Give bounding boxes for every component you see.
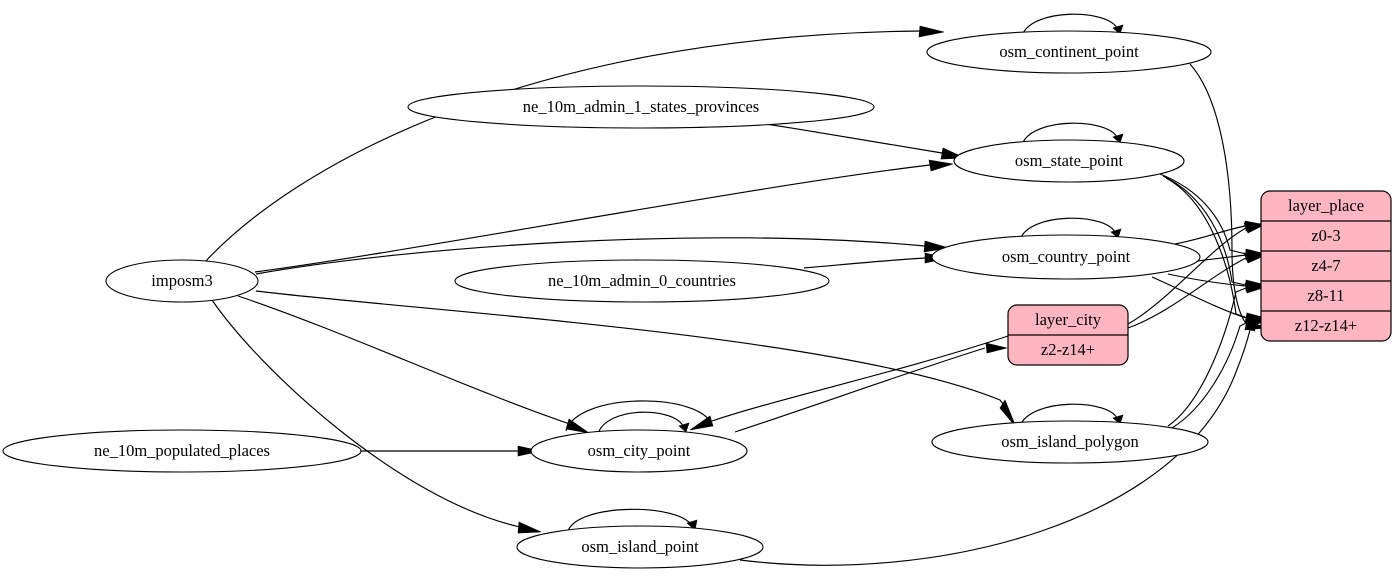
node-imposm3[interactable]: imposm3 bbox=[105, 259, 259, 303]
node-shape[interactable] bbox=[530, 429, 748, 473]
edge-ne_10m_admin_1_states_provinces-to-osm_state_point bbox=[765, 123, 943, 154]
node-label: osm_state_point bbox=[1015, 151, 1124, 170]
edge-layer_city-to-layer_place-z4-7 bbox=[1127, 257, 1247, 329]
arrowhead bbox=[985, 342, 1008, 354]
node-osm_island_point[interactable]: osm_island_point bbox=[516, 525, 764, 569]
record-box[interactable] bbox=[1260, 190, 1392, 342]
node-shape[interactable] bbox=[454, 259, 830, 303]
node-shape[interactable] bbox=[105, 259, 259, 303]
node-label: osm_continent_point bbox=[999, 42, 1139, 61]
node-label: osm_city_point bbox=[588, 441, 691, 460]
node-label: ne_10m_admin_0_countries bbox=[548, 271, 736, 290]
arrowhead bbox=[517, 521, 542, 534]
node-shape[interactable] bbox=[953, 139, 1185, 183]
node-shape[interactable] bbox=[516, 525, 764, 569]
arrowhead bbox=[565, 418, 590, 434]
edge-imposm3-to-osm_city_point bbox=[237, 295, 571, 425]
edge-self-loop-osm_island_point bbox=[567, 508, 693, 532]
node-osm_country_point[interactable]: osm_country_point bbox=[931, 234, 1201, 280]
node-shape[interactable] bbox=[931, 420, 1209, 464]
edge-osm_island_point-to-layer_place-z12-z14 bbox=[739, 329, 1251, 566]
arrowhead bbox=[678, 422, 690, 433]
record-row-label-z8-11: z8-11 bbox=[1308, 286, 1345, 305]
edge-self-loop-osm_state_point bbox=[1021, 122, 1119, 146]
edge-ne_10m_admin_0_countries-to-osm_country_point bbox=[803, 257, 926, 269]
arrowhead bbox=[1110, 228, 1122, 239]
edge-layer_city-to-layer_place-z0-3 bbox=[1127, 227, 1247, 325]
record-header-label: layer_place bbox=[1288, 196, 1364, 215]
node-ne_10m_admin_0_countries[interactable]: ne_10m_admin_0_countries bbox=[454, 259, 830, 303]
node-label: imposm3 bbox=[151, 271, 212, 290]
node-shape[interactable] bbox=[926, 30, 1212, 74]
nodes-layer: imposm3 ne_10m_populated_places ne_10m_a… bbox=[2, 30, 1392, 569]
record-row-label-z2-z14: z2-z14+ bbox=[1041, 340, 1095, 359]
arrowhead bbox=[1112, 414, 1124, 425]
record-node-layer_place[interactable]: layer_place z0-3 z4-7 z8-11 z12-z14+ bbox=[1260, 190, 1392, 342]
arrowhead bbox=[1112, 133, 1124, 144]
edge-osm_island_polygon-to-layer_place-z8-11 bbox=[1167, 287, 1247, 427]
arrowhead bbox=[918, 25, 945, 38]
arrowhead bbox=[999, 399, 1017, 428]
edge-self-loop-osm_city_point bbox=[597, 411, 685, 435]
edge-osm_island_polygon-to-layer_place-z12-z14 bbox=[1171, 321, 1249, 429]
node-label: ne_10m_admin_1_states_provinces bbox=[523, 97, 759, 116]
record-header-label: layer_city bbox=[1035, 310, 1102, 329]
edge-osm_city_point-to-layer_city-z2-z14 bbox=[734, 347, 986, 433]
edge-imposm3-to-osm_state_point bbox=[254, 164, 931, 273]
arrowhead bbox=[686, 519, 698, 531]
edge-osm_state_point-to-layer_place-z12-z14 bbox=[1165, 177, 1249, 319]
node-ne_10m_admin_1_states_provinces[interactable]: ne_10m_admin_1_states_provinces bbox=[407, 85, 875, 129]
edge-arc-osm_city_point-outer bbox=[565, 400, 713, 432]
node-label: osm_island_point bbox=[581, 537, 699, 556]
node-shape[interactable] bbox=[407, 85, 875, 129]
arrowhead bbox=[923, 240, 950, 253]
node-label: osm_island_polygon bbox=[1001, 432, 1139, 451]
node-label: ne_10m_populated_places bbox=[94, 441, 270, 460]
arrowhead bbox=[517, 445, 542, 457]
edge-imposm3-to-osm_continent_point bbox=[204, 30, 921, 263]
arrowhead bbox=[1244, 282, 1267, 294]
edge-osm_country_point-to-layer_place-z12-z14 bbox=[1151, 276, 1247, 319]
arrowhead bbox=[928, 159, 954, 172]
edge-self-loop-osm_island_polygon bbox=[1019, 403, 1119, 427]
record-row-label-z4-7: z4-7 bbox=[1311, 256, 1340, 275]
node-osm_city_point[interactable]: osm_city_point bbox=[530, 429, 748, 473]
node-osm_island_polygon[interactable]: osm_island_polygon bbox=[931, 420, 1209, 464]
edge-self-loop-osm_country_point bbox=[1019, 217, 1117, 241]
node-shape[interactable] bbox=[931, 234, 1201, 280]
record-node-layer_city[interactable]: layer_city z2-z14+ bbox=[1007, 304, 1129, 366]
edge-layer_city-to-osm_city_point bbox=[711, 335, 1009, 422]
edge-osm_state_point-to-layer_place-z4-7 bbox=[1159, 173, 1247, 255]
arrowhead bbox=[1244, 321, 1256, 332]
node-osm_continent_point[interactable]: osm_continent_point bbox=[926, 30, 1212, 74]
edge-self-loop-osm_continent_point bbox=[1021, 13, 1119, 37]
edge-imposm3-to-osm_country_point bbox=[255, 237, 926, 275]
arrowhead bbox=[689, 415, 714, 431]
record-row-label-z12-z14: z12-z14+ bbox=[1295, 316, 1357, 335]
record-row-label-z0-3: z0-3 bbox=[1311, 226, 1340, 245]
node-ne_10m_populated_places[interactable]: ne_10m_populated_places bbox=[2, 429, 362, 473]
edge-osm_country_point-to-layer_place-z0-3 bbox=[1174, 225, 1246, 245]
edge-osm_continent_point-to-layer_place-z12-z14 bbox=[1189, 63, 1249, 327]
edge-osm_state_point-to-layer_place-z8-11 bbox=[1162, 175, 1247, 286]
edge-imposm3-to-osm_island_point bbox=[211, 299, 521, 528]
edge-imposm3-to-osm_island_polygon bbox=[255, 290, 1004, 405]
edges-layer bbox=[204, 13, 1268, 566]
arrowhead bbox=[1112, 24, 1124, 35]
node-osm_state_point[interactable]: osm_state_point bbox=[953, 139, 1185, 183]
node-shape[interactable] bbox=[2, 429, 362, 473]
node-label: osm_country_point bbox=[1002, 247, 1131, 266]
